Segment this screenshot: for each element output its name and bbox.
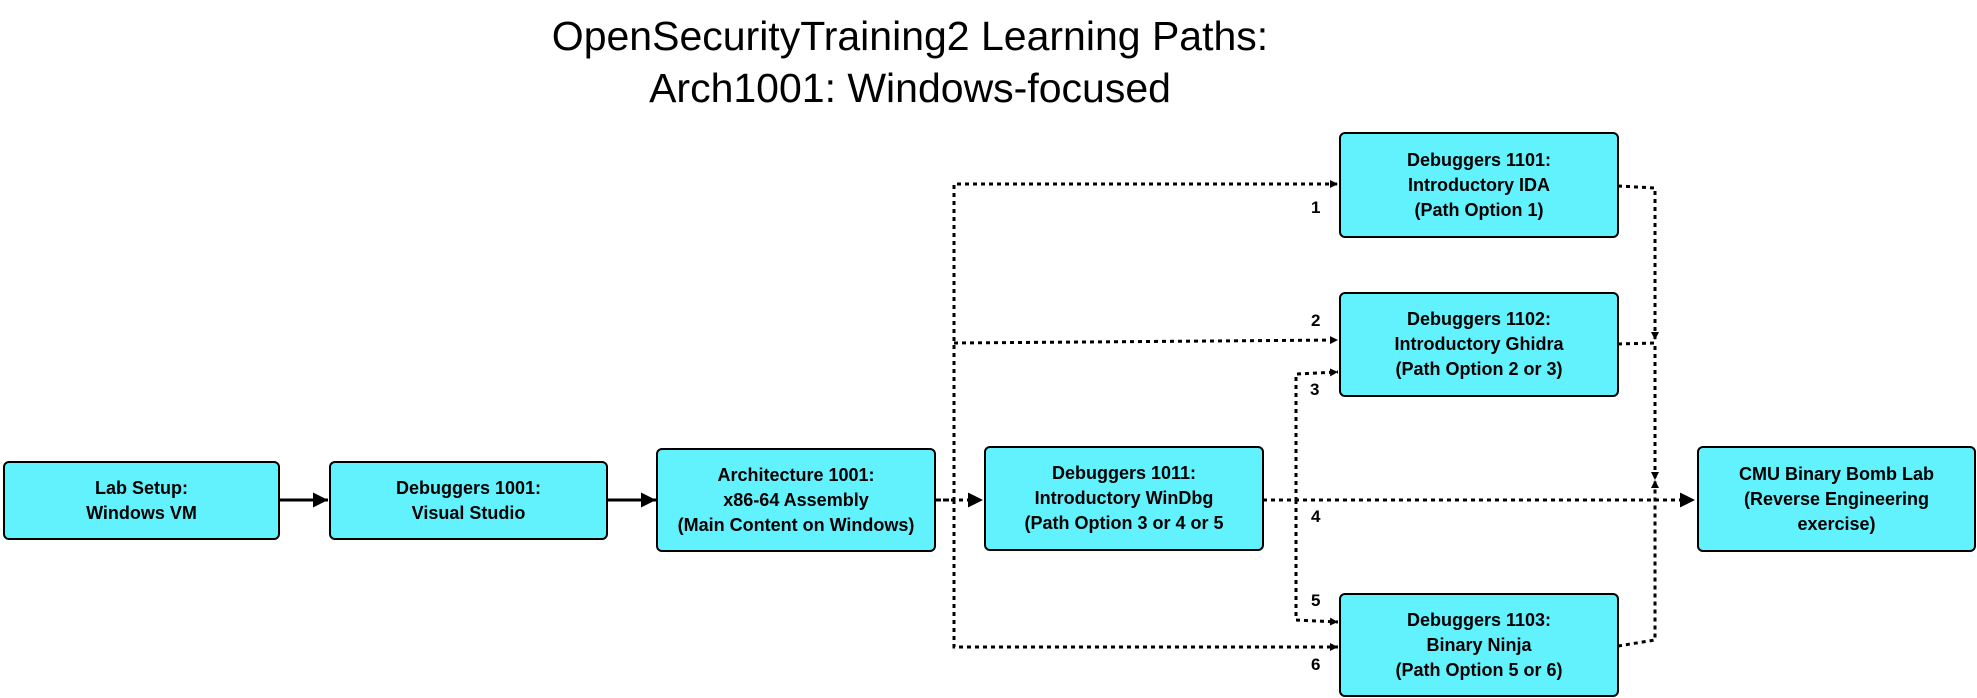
node-debuggers-1011: Debuggers 1011: Introductory WinDbg (Pat… — [984, 446, 1264, 551]
node-lab-setup-line-1: Lab Setup: — [95, 477, 188, 498]
title-line-2: Arch1001: Windows-focused — [649, 65, 1171, 111]
node-debuggers-1011-line-1: Debuggers 1011: — [1051, 463, 1197, 483]
node-debuggers-1011-line-3: (Path Option 3 or 4 or 5 — [1024, 513, 1224, 533]
path-6-arch-to-binja — [952, 500, 1338, 651]
path-label-3: 3 — [1310, 380, 1320, 399]
ghidra-to-bomblab — [1617, 341, 1659, 480]
node-debuggers-1102-line-1: Debuggers 1102: — [1406, 309, 1552, 329]
node-cmu-bomb-lab-line-2: (Reverse Engineering — [1743, 488, 1930, 509]
binja-to-bomblab — [1617, 480, 1659, 648]
node-debuggers-1102: Debuggers 1102: Introductory Ghidra (Pat… — [1339, 292, 1619, 397]
ida-to-bomblab — [1617, 184, 1659, 340]
path-2-arch-to-ghidra — [953, 336, 1339, 345]
node-architecture-1001-line-1: Architecture 1001: — [717, 464, 875, 485]
path-label-6: 6 — [1311, 655, 1321, 674]
node-debuggers-1101: Debuggers 1101: Introductory IDA (Path O… — [1339, 132, 1619, 238]
node-architecture-1001-line-3: (Main Content on Windows) — [677, 514, 915, 535]
node-debuggers-1102-line-2: Introductory Ghidra — [1394, 334, 1564, 354]
path-label-1: 1 — [1311, 198, 1321, 217]
node-debuggers-1101-line-2: Introductory IDA — [1408, 174, 1550, 195]
node-cmu-bomb-lab-line-3: exercise) — [1797, 513, 1876, 534]
node-lab-setup: Lab Setup: Windows VM — [3, 461, 280, 540]
node-debuggers-1103-line-1: Debuggers 1103: — [1406, 609, 1552, 630]
node-debuggers-1103: Debuggers 1103: Binary Ninja (Path Optio… — [1339, 593, 1619, 697]
node-debuggers-1101-line-3: (Path Option 1) — [1414, 199, 1544, 220]
path-label-2: 2 — [1311, 311, 1321, 330]
node-architecture-1001-line-2: x86-64 Assembly — [723, 489, 869, 510]
node-debuggers-1011-line-2: Introductory WinDbg — [1034, 488, 1214, 508]
path-label-4: 4 — [1311, 507, 1321, 526]
node-debuggers-1001-line-2: Visual Studio — [411, 502, 526, 523]
node-architecture-1001: Architecture 1001: x86-64 Assembly (Main… — [656, 448, 936, 552]
node-debuggers-1001-line-1: Debuggers 1001: — [395, 477, 542, 498]
path-3-windbg-to-ghidra — [1263, 368, 1339, 502]
diagram-title: OpenSecurityTraining2 Learning Paths: Ar… — [0, 10, 1820, 114]
node-debuggers-1001: Debuggers 1001: Visual Studio — [329, 461, 608, 540]
node-lab-setup-line-2: Windows VM — [86, 502, 197, 523]
path-label-5: 5 — [1311, 591, 1321, 610]
path-5-windbg-to-binja — [1294, 500, 1339, 626]
node-debuggers-1103-line-2: Binary Ninja — [1426, 634, 1532, 655]
node-debuggers-1102-line-3: (Path Option 2 or 3) — [1395, 359, 1563, 379]
node-debuggers-1103-line-3: (Path Option 5 or 6) — [1395, 659, 1563, 680]
node-debuggers-1101-line-1: Debuggers 1101: — [1406, 149, 1552, 170]
node-cmu-bomb-lab: CMU Binary Bomb Lab (Reverse Engineering… — [1697, 446, 1976, 552]
title-line-1: OpenSecurityTraining2 Learning Paths: — [551, 13, 1269, 59]
path-1-arch-to-ida — [937, 180, 1338, 502]
node-cmu-bomb-lab-line-1: CMU Binary Bomb Lab — [1738, 463, 1934, 484]
